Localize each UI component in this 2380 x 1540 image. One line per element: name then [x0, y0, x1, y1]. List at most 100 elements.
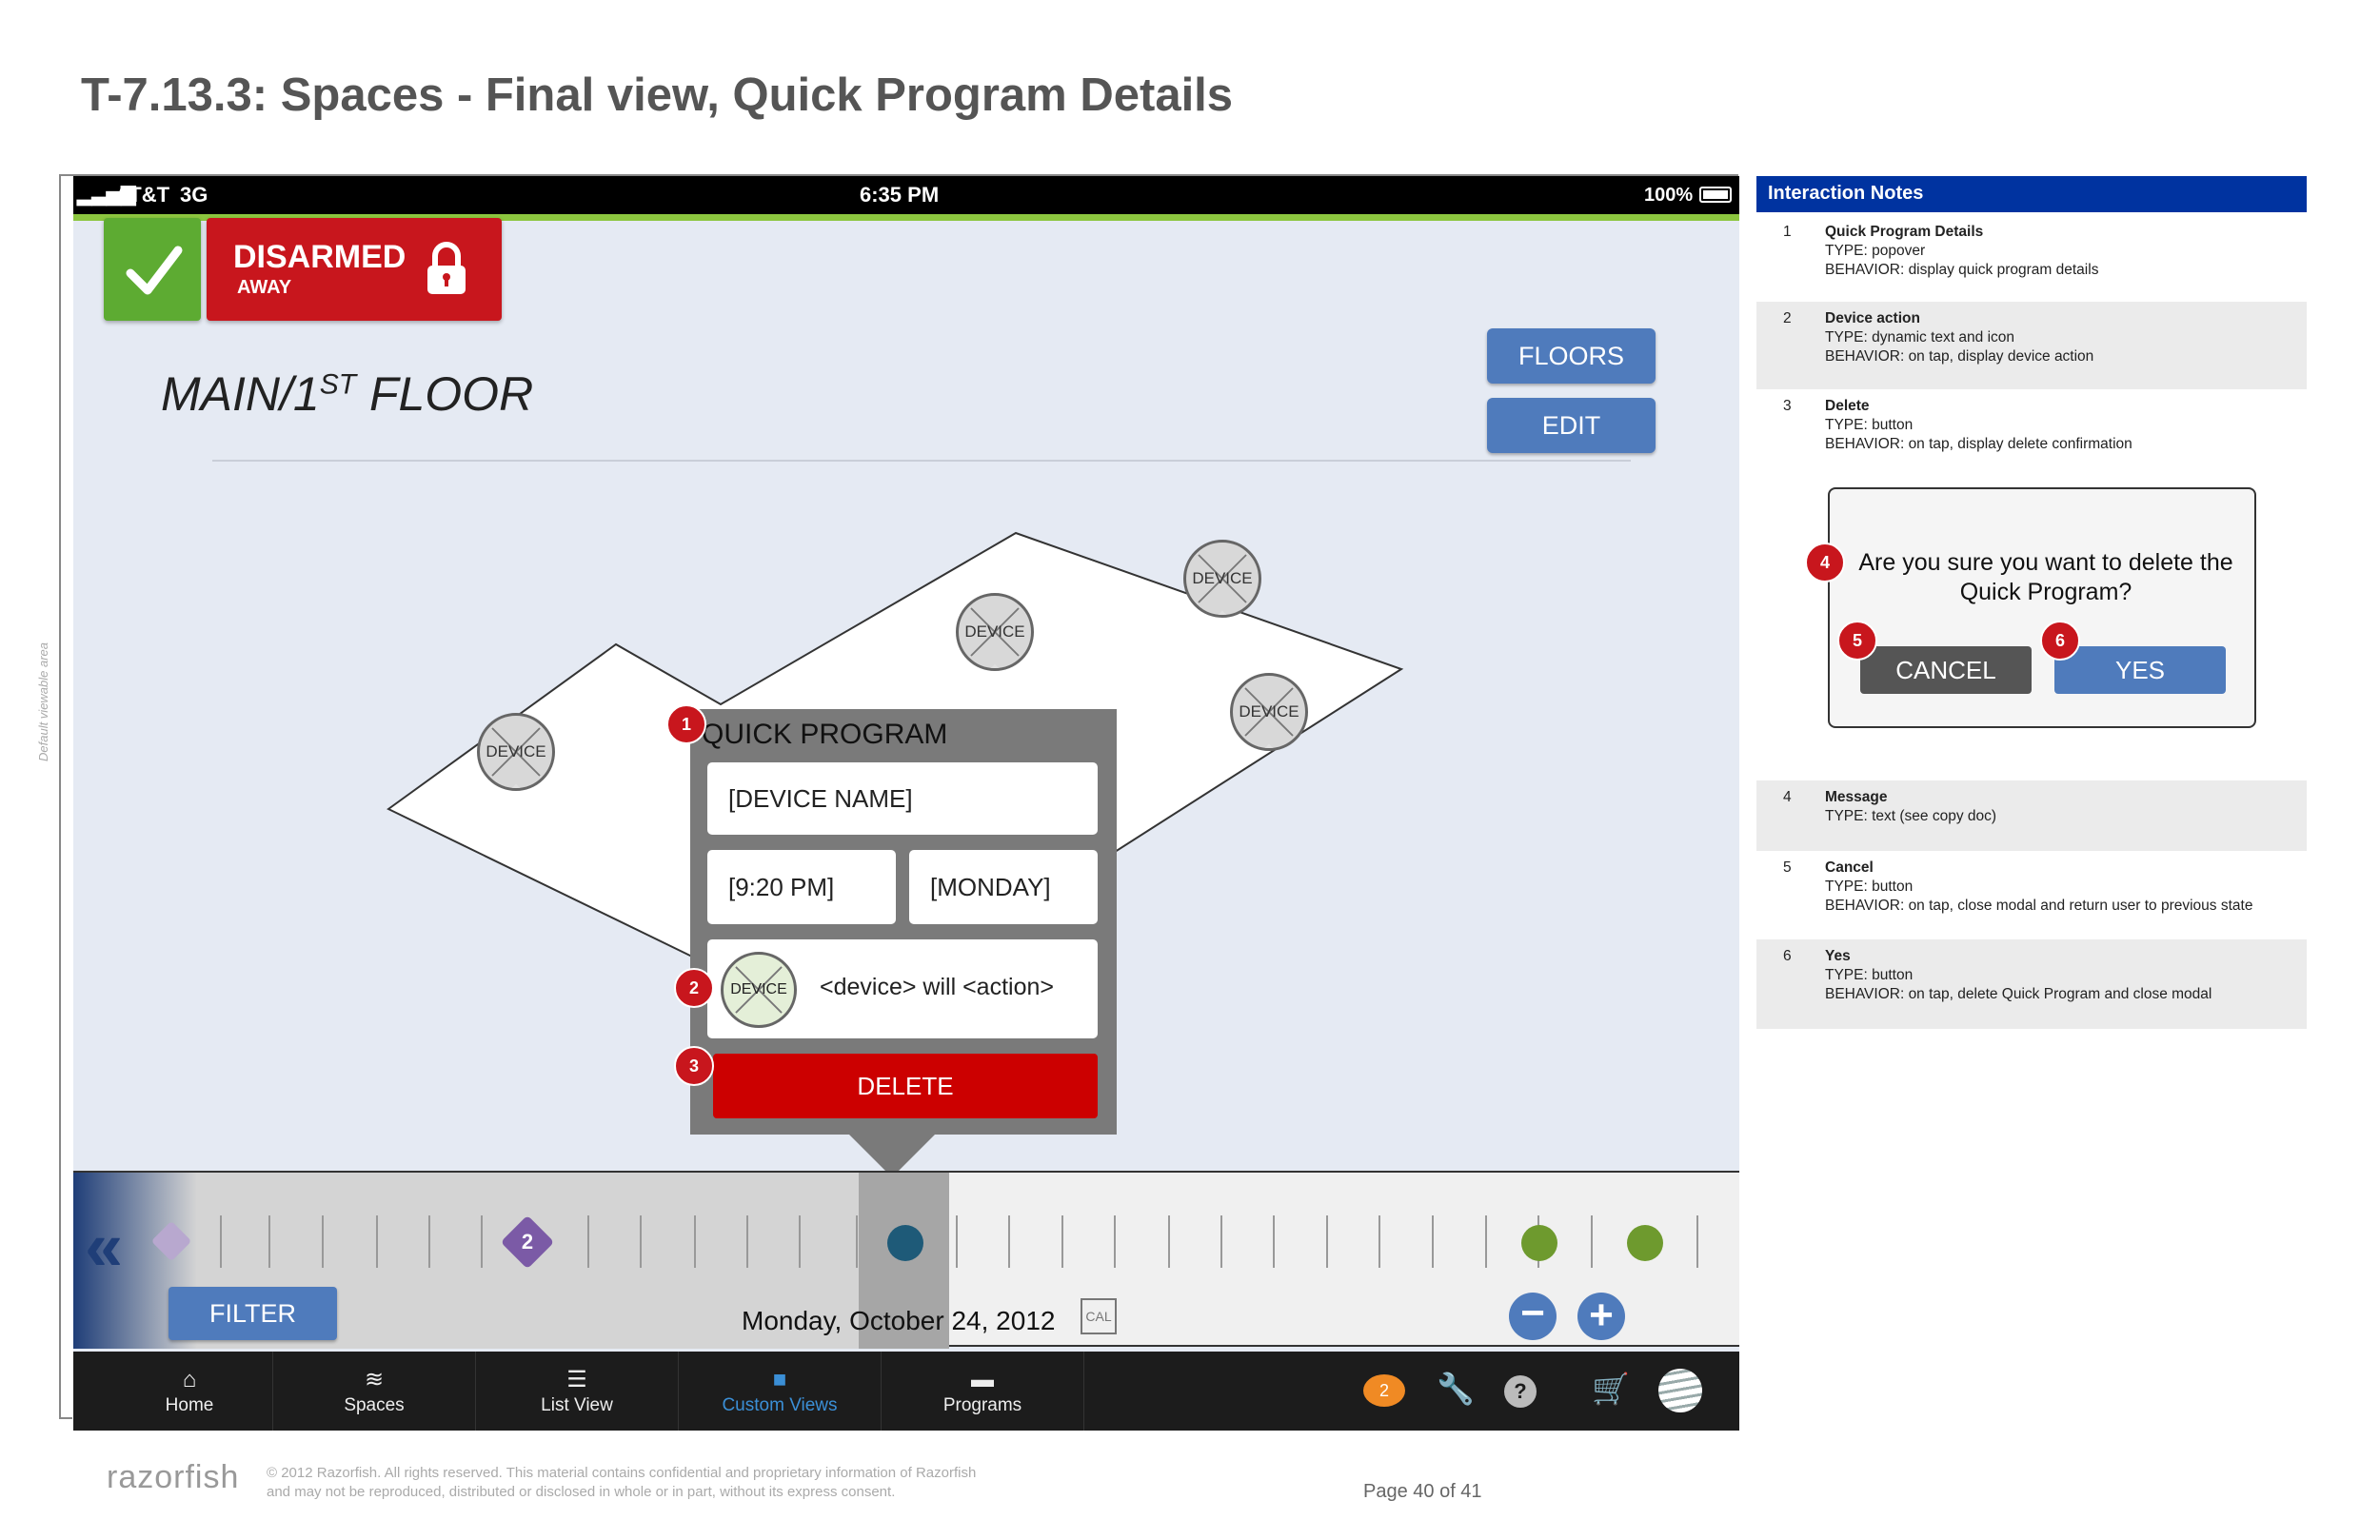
note-line: TYPE: button [1825, 879, 1914, 895]
annotation-badge-3: 3 [674, 1046, 714, 1086]
chat-icon[interactable]: 2 [1363, 1374, 1405, 1407]
device-pin[interactable]: DEVICE [1183, 540, 1261, 618]
signal-icon: ▂▃▅▇ [77, 185, 136, 206]
note-number: 3 [1783, 398, 1792, 414]
time-field[interactable]: [9:20 PM] [707, 850, 896, 924]
timeline-future-event[interactable] [1627, 1225, 1663, 1261]
battery-icon [1699, 187, 1732, 203]
floor-title-prefix: MAIN/1 [161, 367, 320, 421]
security-check-button[interactable] [104, 218, 201, 321]
yes-button[interactable]: YES [2054, 646, 2226, 694]
custom-views-icon: ■ [772, 1366, 787, 1392]
nav-custom-views[interactable]: ■Custom Views [679, 1352, 882, 1431]
timeline-tick [428, 1215, 430, 1268]
timeline-tick [1696, 1215, 1698, 1268]
legal-notice: © 2012 Razorfish. All rights reserved. T… [267, 1464, 976, 1502]
timeline-back-icon[interactable]: « [85, 1209, 124, 1285]
security-mode: AWAY [237, 277, 292, 298]
zoom-in-button[interactable]: + [1577, 1293, 1625, 1340]
timeline[interactable]: « 2 FILTER Monday, October 24, 2012 CAL … [73, 1171, 1739, 1349]
timeline-tick [481, 1215, 483, 1268]
note-line: BEHAVIOR: on tap, display device action [1825, 348, 2094, 365]
nav-spaces[interactable]: ≋Spaces [273, 1352, 476, 1431]
help-icon[interactable]: ? [1504, 1375, 1537, 1408]
note-title: Yes [1825, 948, 1851, 964]
timeline-tick [1114, 1215, 1116, 1268]
timeline-tick [856, 1215, 858, 1268]
att-globe-icon[interactable] [1658, 1369, 1702, 1412]
note-line: BEHAVIOR: on tap, close modal and return… [1825, 898, 2253, 914]
nav-programs-label: Programs [942, 1394, 1022, 1415]
network-type: 3G [180, 183, 208, 207]
nav-programs[interactable]: ▬Programs [882, 1352, 1084, 1431]
viewable-area-bracket [59, 174, 72, 1419]
note-title: Quick Program Details [1825, 224, 1984, 240]
security-state: DISARMED [233, 239, 407, 275]
device-pin-label: DEVICE [486, 742, 546, 760]
razorfish-logo: razorfish [107, 1459, 240, 1495]
status-accent-line [73, 214, 1739, 221]
note-line: TYPE: button [1825, 967, 1914, 983]
viewable-area-top-rule [72, 174, 1738, 176]
timeline-tick [322, 1215, 324, 1268]
list-icon: ☰ [566, 1367, 587, 1392]
note-title: Delete [1825, 398, 1870, 414]
zoom-out-button[interactable]: − [1509, 1293, 1557, 1340]
device-pin[interactable]: DEVICE [477, 713, 555, 791]
timeline-tick [587, 1215, 589, 1268]
device-pin-label: DEVICE [1239, 702, 1299, 721]
cart-icon[interactable]: 🛒 [1592, 1372, 1630, 1406]
calendar-button[interactable]: CAL [1081, 1298, 1117, 1334]
wrench-icon[interactable]: 🔧 [1437, 1372, 1475, 1406]
note-number: 1 [1783, 224, 1792, 240]
floors-button[interactable]: FLOORS [1487, 328, 1656, 384]
timeline-future-event[interactable] [1521, 1225, 1557, 1261]
page-number: Page 40 of 41 [1363, 1481, 1482, 1502]
nav-home[interactable]: ⌂Home [107, 1352, 273, 1431]
legal-line-2: and may not be reproduced, distributed o… [267, 1484, 896, 1500]
device-pin-label: DEVICE [964, 622, 1025, 641]
cancel-button[interactable]: CANCEL [1860, 646, 2032, 694]
status-bar: ▂▃▅▇ AT&T 3G 6:35 PM 100% [73, 176, 1739, 214]
timeline-tick [640, 1215, 642, 1268]
device-pin[interactable]: DEVICE [1230, 673, 1308, 751]
timeline-tick [1061, 1215, 1063, 1268]
timeline-tick [694, 1215, 696, 1268]
device-pin[interactable]: DEVICE [956, 593, 1034, 671]
note-line: BEHAVIOR: on tap, display delete confirm… [1825, 436, 2132, 452]
security-status-button[interactable]: DISARMED AWAY [207, 218, 502, 321]
timeline-tick [1591, 1215, 1593, 1268]
delete-button[interactable]: DELETE [713, 1054, 1098, 1118]
device-pin-label: DEVICE [1192, 569, 1253, 587]
note-line: TYPE: dynamic text and icon [1825, 329, 2015, 346]
timeline-tick [746, 1215, 748, 1268]
note-number: 4 [1783, 789, 1792, 805]
carrier: AT&T [115, 183, 170, 207]
timeline-tick [1008, 1215, 1010, 1268]
timeline-current-event[interactable] [887, 1225, 923, 1261]
filter-button[interactable]: FILTER [169, 1287, 337, 1340]
edit-button[interactable]: EDIT [1487, 398, 1656, 453]
floor-title-suffix: FLOOR [356, 367, 534, 421]
page-title: T-7.13.3: Spaces - Final view, Quick Pro… [81, 69, 1234, 121]
device-action-row[interactable]: DEVICE <device> will <action> [707, 939, 1098, 1038]
lock-icon [427, 242, 466, 294]
note-line: TYPE: text (see copy doc) [1825, 808, 1997, 824]
timeline-date: Monday, October 24, 2012 [742, 1306, 1056, 1335]
nav-list-view[interactable]: ☰ List View [476, 1352, 679, 1431]
note-title: Message [1825, 789, 1888, 805]
nav-list-view-label: List View [541, 1395, 613, 1415]
clock: 6:35 PM [860, 183, 940, 207]
annotation-badge-1: 1 [666, 704, 706, 744]
note-title: Device action [1825, 310, 1920, 326]
device-screen: ▂▃▅▇ AT&T 3G 6:35 PM 100% DISARMED AWAY … [73, 176, 1739, 1431]
day-field[interactable]: [MONDAY] [909, 850, 1098, 924]
device-name-field[interactable]: [DEVICE NAME] [707, 762, 1098, 835]
quick-program-popover: QUICK PROGRAM [DEVICE NAME] [9:20 PM] [M… [690, 709, 1117, 1135]
nav-home-label: Home [165, 1394, 214, 1415]
timeline-tick [1220, 1215, 1222, 1268]
popover-title: QUICK PROGRAM [702, 719, 948, 750]
